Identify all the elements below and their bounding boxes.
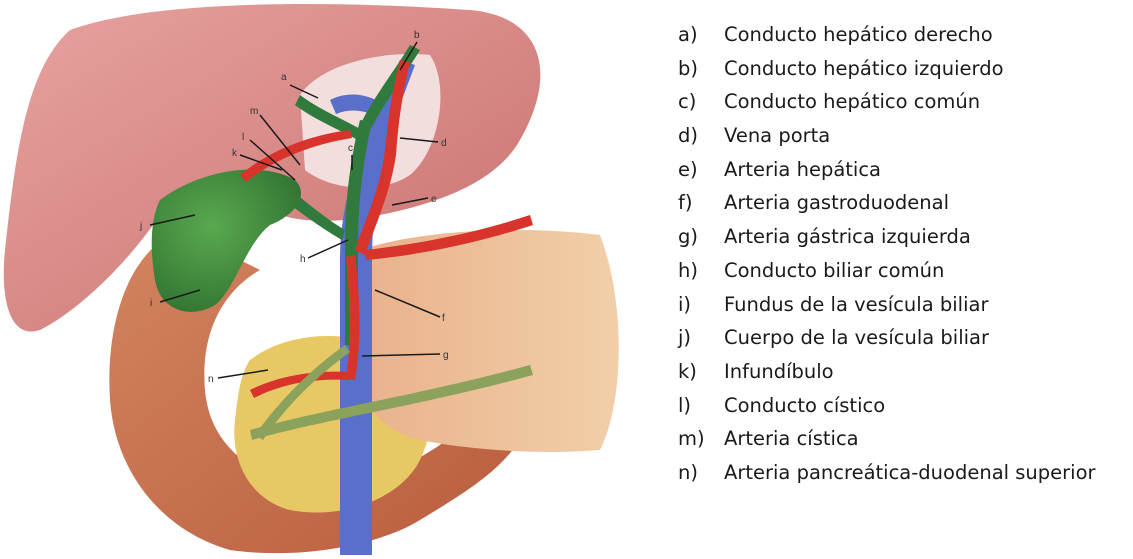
legend-item: e)Arteria hepática [678, 153, 1133, 187]
legend-letter: l) [678, 389, 724, 423]
legend-text: Arteria gástrica izquierda [724, 225, 971, 248]
legend-letter: b) [678, 52, 724, 86]
legend-text: Arteria pancreática-duodenal superior [724, 461, 1096, 484]
figure-label-d: d [441, 138, 447, 149]
legend-item: h)Conducto biliar común [678, 254, 1133, 288]
legend-item: f)Arteria gastroduodenal [678, 186, 1133, 220]
legend-list: a)Conducto hepático derecho b)Conducto h… [678, 18, 1133, 490]
legend-item: l)Conducto cístico [678, 389, 1133, 423]
figure-label-a: a [281, 72, 287, 83]
legend-text: Arteria hepática [724, 158, 881, 181]
legend-item: k)Infundíbulo [678, 355, 1133, 389]
legend-text: Infundíbulo [724, 360, 834, 383]
figure-label-l: l [242, 132, 244, 143]
legend-text: Fundus de la vesícula biliar [724, 293, 988, 316]
legend-text: Conducto hepático común [724, 90, 980, 113]
legend-item: i)Fundus de la vesícula biliar [678, 288, 1133, 322]
legend-letter: h) [678, 254, 724, 288]
legend-item: b)Conducto hepático izquierdo [678, 52, 1133, 86]
legend-text: Vena porta [724, 124, 830, 147]
legend-item: j)Cuerpo de la vesícula biliar [678, 321, 1133, 355]
figure-label-i: i [150, 298, 152, 309]
legend-text: Arteria gastroduodenal [724, 191, 949, 214]
figure-label-c: c [348, 143, 353, 154]
figure-label-n: n [208, 374, 214, 385]
legend-letter: e) [678, 153, 724, 187]
legend-text: Conducto hepático derecho [724, 23, 993, 46]
legend-text: Conducto cístico [724, 394, 885, 417]
legend-text: Cuerpo de la vesícula biliar [724, 326, 989, 349]
biliary-anatomy-illustration: a b c d e f g h i j k l m n [0, 0, 630, 559]
legend-text: Conducto hepático izquierdo [724, 57, 1004, 80]
legend-item: c)Conducto hepático común [678, 85, 1133, 119]
legend-letter: a) [678, 18, 724, 52]
figure-label-g: g [443, 350, 449, 361]
figure-label-m: m [250, 106, 258, 117]
legend-letter: f) [678, 186, 724, 220]
figure-label-h: h [300, 254, 306, 265]
legend-item: m)Arteria cística [678, 422, 1133, 456]
stomach [347, 230, 619, 452]
legend-letter: c) [678, 85, 724, 119]
legend-text: Conducto biliar común [724, 259, 944, 282]
legend-letter: k) [678, 355, 724, 389]
legend-letter: d) [678, 119, 724, 153]
legend-item: g)Arteria gástrica izquierda [678, 220, 1133, 254]
figure-label-f: f [442, 313, 445, 324]
legend-item: n)Arteria pancreática-duodenal superior [678, 456, 1133, 490]
legend-text: Arteria cística [724, 427, 859, 450]
figure-label-b: b [414, 30, 420, 41]
gallbladder [152, 170, 301, 312]
legend-item: a)Conducto hepático derecho [678, 18, 1133, 52]
legend-letter: g) [678, 220, 724, 254]
legend-item: d)Vena porta [678, 119, 1133, 153]
legend-letter: j) [678, 321, 724, 355]
legend-letter: i) [678, 288, 724, 322]
figure-label-e: e [431, 194, 437, 205]
legend-letter: m) [678, 422, 724, 456]
legend-letter: n) [678, 456, 724, 490]
figure-label-j: j [139, 221, 142, 232]
